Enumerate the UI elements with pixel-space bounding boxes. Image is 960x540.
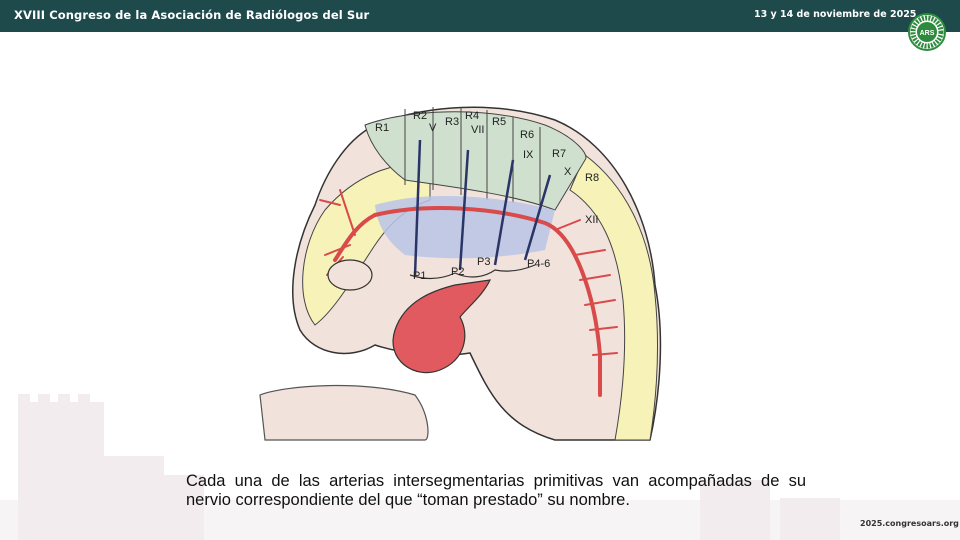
- spinal-cord: [569, 154, 658, 441]
- label-nerve-x: X: [564, 166, 572, 178]
- label-nerve-v: V: [429, 122, 437, 134]
- label-r2: R2: [413, 110, 427, 122]
- label-p3: P3: [477, 256, 490, 268]
- label-r1: R1: [375, 122, 389, 134]
- label-nerve-ix: IX: [523, 149, 534, 161]
- logo-text: ARS: [920, 30, 935, 37]
- lower-body: [259, 384, 429, 441]
- header-bar: XVIII Congreso de la Asociación de Radió…: [0, 0, 960, 32]
- label-nerve-xii: XII: [585, 214, 598, 226]
- header-date: 13 y 14 de noviembre de 2025: [754, 9, 917, 20]
- label-p4-6: P4-6: [527, 258, 550, 270]
- internal-carotid: [333, 213, 377, 262]
- pharyngeal-region: [375, 195, 555, 259]
- label-r4: R4: [465, 110, 479, 122]
- embryo-illustration: R1 R2 R3 R4 R5 R6 R7 R8 V VII IX X XII P…: [259, 106, 662, 441]
- label-r6: R6: [520, 129, 534, 141]
- heart: [392, 279, 492, 374]
- pharyngeal-arches: [409, 264, 536, 280]
- footer-url: 2025.congresoars.org: [860, 519, 959, 528]
- label-nerve-vii: VII: [471, 124, 484, 136]
- rhombomere-region: [364, 111, 587, 211]
- background-buildings: [0, 394, 960, 540]
- label-p1: P1: [413, 270, 426, 282]
- label-r8: R8: [585, 172, 599, 184]
- label-p2: P2: [451, 266, 464, 278]
- dorsal-aorta: [373, 206, 602, 397]
- congress-logo: ARS: [908, 13, 946, 51]
- optic-vesicle: [327, 259, 373, 291]
- header-title: XVIII Congreso de la Asociación de Radió…: [14, 8, 370, 22]
- label-r3: R3: [445, 116, 459, 128]
- label-r7: R7: [552, 148, 566, 160]
- label-r5: R5: [492, 116, 506, 128]
- slide-caption: Cada una de las arterias intersegmentari…: [186, 472, 806, 509]
